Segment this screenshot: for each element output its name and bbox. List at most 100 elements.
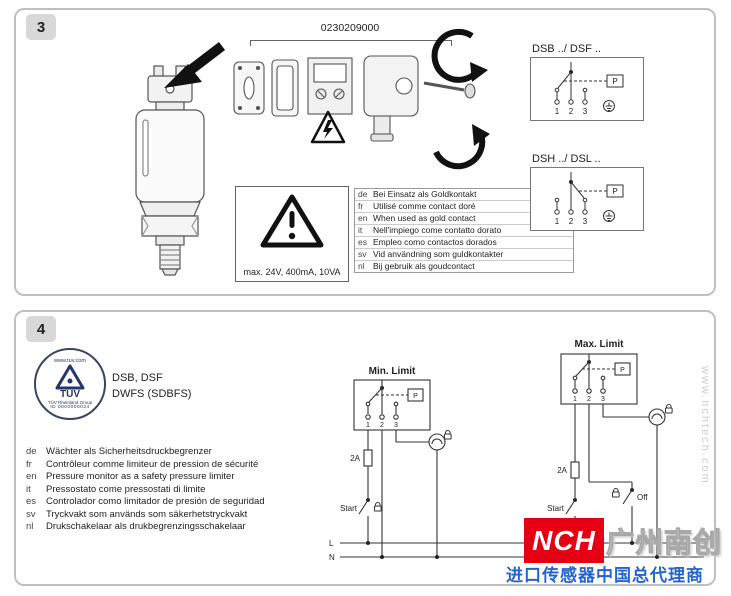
lang-text: Empleo como contactos dorados [373,237,497,247]
nch-logo-text: NCH [532,524,596,556]
table-row: de Bei Einsatz als Goldkontakt [355,189,573,201]
lang-code: es [26,496,37,507]
rotate-arrow-icon [431,28,490,170]
start-label: Start [547,504,565,513]
tuv-logo: www.tuv.com TÜV TÜV Rheinland Group ID 0… [34,348,106,420]
fuse-label: 2A [350,454,360,463]
nch-logo: NCH [524,518,604,563]
lang-text: Bei Einsatz als Goldkontakt [373,189,477,199]
section-3-badge: 3 [26,14,56,40]
off-label: Off [637,493,648,502]
terminal-number: 1 [573,396,577,403]
pressure-symbol: P [620,367,625,374]
lang-code: en [26,471,37,482]
terminal-number: 2 [569,107,574,116]
list-item: fr Contrôleur comme limiteur de pression … [26,459,265,472]
watermark-site-text: www.nchtech.com [699,366,711,485]
lang-text: Vid användning som guldkontakter [373,249,504,259]
lang-code: it [26,483,31,495]
terminal-number: 1 [555,107,560,116]
model-line-2: DWFS (SDBFS) [112,388,192,400]
terminal-number: 3 [583,217,588,226]
lang-text: Utilisé comme contact doré [373,201,476,211]
padlock-icon [612,488,620,498]
lang-text: Bij gebruik als goudcontact [373,261,475,271]
table-row: es Empleo como contactos dorados [355,237,573,249]
lang-text: Contrôleur comme limiteur de pression de… [46,458,259,470]
lang-text: Controlador como limitador de presión de… [46,496,265,507]
lang-text: Pressostato come pressostati di limite [46,483,206,495]
section-3-panel: 3 0230209000 [14,8,716,296]
electric-hazard-icon [310,110,346,144]
circuit-diagram-dsh-dsl: P 1 2 3 [530,167,644,231]
list-item: nl Drukschakelaar als drukbegrenzingsscha… [26,521,265,534]
lang-code: de [26,446,37,457]
pressure-switch-drawing [135,65,205,276]
tuv-group-text: TÜV Rheinland Group [47,400,93,405]
terminal-number: 3 [583,107,588,116]
table-row: fr Utilisé comme contact doré [355,201,573,213]
terminal-number: 2 [380,422,384,429]
circuit-diagram-dsb-dsf: P 1 2 3 [530,57,644,121]
start-label: Start [340,504,358,513]
line-n-label: N [329,553,335,562]
list-item: de Wächter als Sicherheitsdruckbegrenzer [26,446,265,459]
lang-text: When used as gold contact [373,213,476,223]
list-item: sv Tryckvakt som används som säkerhetstry… [26,509,265,522]
padlock-icon [374,502,382,512]
section-4-badge: 4 [26,316,56,342]
table-row: en When used as gold contact [355,213,573,225]
lang-code: en [358,213,368,223]
ground-icon [603,100,615,112]
list-item: es Controlador como limitador de presión … [26,496,265,509]
terminal-number: 3 [601,396,605,403]
fuse-label: 2A [557,466,567,475]
terminal-number: 1 [555,217,560,226]
lang-code: nl [26,521,34,532]
lang-code: es [358,237,367,247]
lang-text: Tryckvakt som används som säkerhetstryck… [46,508,248,520]
max-limit-title: Max. Limit [575,339,625,350]
warning-triangle-icon [260,194,324,248]
lang-code: fr [26,458,32,470]
part-number: 0230209000 [320,22,380,34]
lang-code: sv [358,249,367,259]
pressure-symbol: P [612,187,617,196]
lang-code: it [358,225,363,235]
ground-icon [603,210,615,222]
diagram-label-dsb-dsf: DSB ../ DSF .. [532,43,602,55]
padlock-icon [444,430,452,440]
tuv-name-text: TÜV [60,389,80,400]
assembly-direction-arrow-icon [164,42,226,88]
warning-note-box: max. 24V, 400mA, 10VA [235,186,349,282]
diagram-label-dsh-dsl: DSH ../ DSL .. [532,153,601,165]
lang-code: de [358,189,368,199]
min-limit-title: Min. Limit [369,366,416,377]
tuv-triangle-icon [55,364,85,390]
table-row: it Nell'impiego come contatto dorato [355,225,573,237]
pressure-symbol: P [612,77,617,86]
terminal-number: 1 [366,422,370,429]
lang-code: fr [358,201,364,211]
model-line-1: DSB, DSF [112,372,163,384]
table-row: sv Vid användning som guldkontakter [355,249,573,261]
max-rating-text: max. 24V, 400mA, 10VA [243,267,341,277]
connector-assembly-drawing [233,28,490,170]
tuv-id-text: ID 0000006024 [50,405,90,410]
dimension-bracket [250,40,452,46]
lang-text: Wächter als Sicherheitsdruckbegrenzer [46,446,212,457]
terminal-number: 2 [569,217,574,226]
limit-wiring-schematic: Min. Limit 1 2 3 P 2A Start Max. Limit 1… [329,339,704,562]
list-item: it Pressostato come pressostati di limite [26,484,265,497]
junction-dots [366,541,659,559]
watermark-company-text: 广州南创 [605,527,723,559]
lang-text: Nell'impiego come contatto dorato [373,225,502,235]
lang-code: sv [26,508,36,520]
lang-text: Drukschakelaar als drukbegrenzingsschake… [46,521,246,532]
line-l-label: L [329,539,334,548]
terminal-number: 2 [587,396,591,403]
pressure-symbol: P [413,393,418,400]
